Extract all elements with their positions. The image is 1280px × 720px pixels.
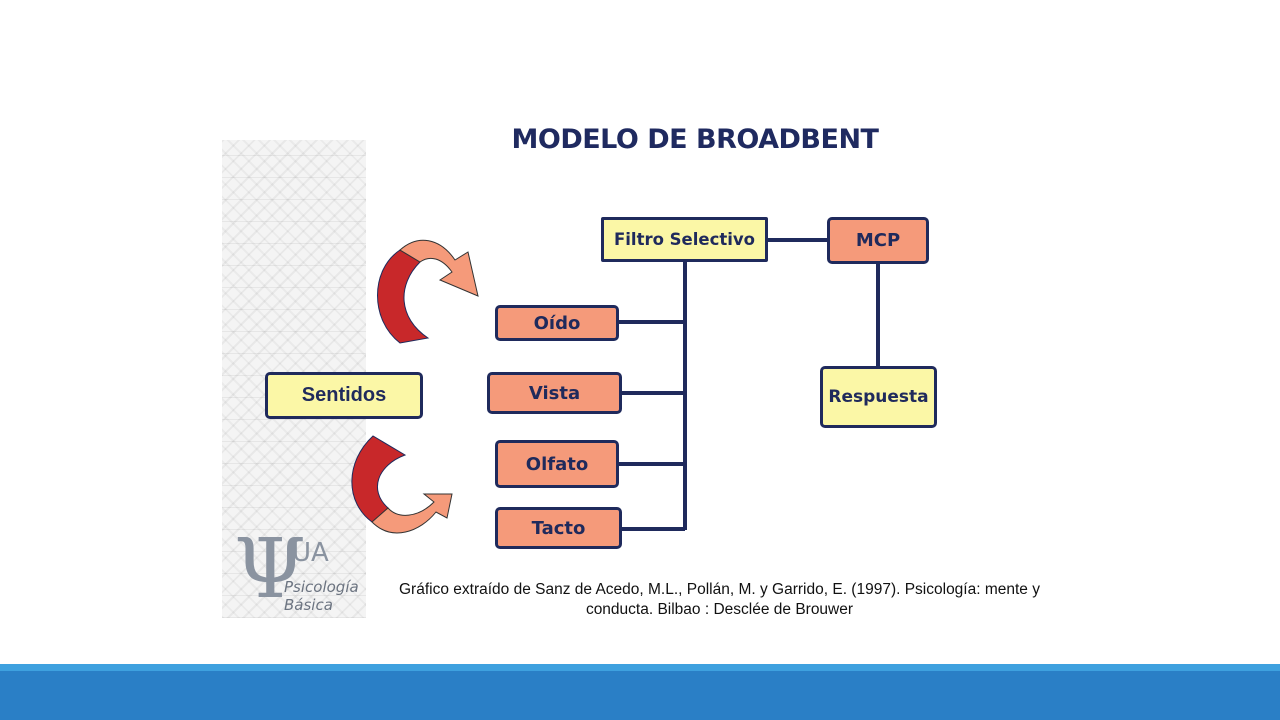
node-tacto: Tacto xyxy=(495,507,622,549)
logo-abbreviation: UA xyxy=(292,538,329,568)
node-filtro-selectivo-label: Filtro Selectivo xyxy=(613,230,756,249)
node-tacto-label: Tacto xyxy=(531,517,586,539)
curved-arrow-lower xyxy=(351,435,453,534)
node-olfato: Olfato xyxy=(495,440,619,488)
connector-lines xyxy=(618,238,880,531)
curved-arrow-upper-red xyxy=(377,249,430,344)
caption-line-2: conducta. Bilbao : Desclée de Brouwer xyxy=(585,601,854,618)
node-sentidos-label: Sentidos xyxy=(301,384,387,406)
diagram-title: MODELO DE BROADBENT xyxy=(511,124,879,155)
node-oido: Oído xyxy=(495,305,619,341)
curved-arrow-lower-salmon xyxy=(371,493,453,534)
node-filtro-selectivo: Filtro Selectivo xyxy=(601,217,768,262)
node-respuesta: Respuesta xyxy=(820,366,937,428)
node-oido-label: Oído xyxy=(533,312,581,334)
node-vista: Vista xyxy=(487,372,622,414)
logo-line-1: Psicología xyxy=(284,578,359,596)
node-respuesta-label: Respuesta xyxy=(828,387,929,407)
logo-line-2: Básica xyxy=(284,596,333,614)
node-mcp: MCP xyxy=(827,217,929,264)
ua-psicologia-logo: Ψ UA Psicología Básica xyxy=(230,529,370,620)
node-mcp-label: MCP xyxy=(855,230,901,251)
psi-symbol-icon: Ψ xyxy=(234,522,306,617)
footer-bar xyxy=(0,671,1280,720)
node-vista-label: Vista xyxy=(528,382,581,404)
curved-arrow-upper xyxy=(377,239,479,344)
node-olfato-label: Olfato xyxy=(525,453,589,475)
curved-arrow-upper-salmon xyxy=(399,239,479,297)
source-caption: Gráfico extraído de Sanz de Acedo, M.L.,… xyxy=(377,580,1062,620)
caption-line-1: Gráfico extraído de Sanz de Acedo, M.L.,… xyxy=(399,581,1040,598)
curved-arrow-lower-red xyxy=(351,435,407,523)
footer-accent-bar xyxy=(0,664,1280,671)
node-sentidos: Sentidos xyxy=(265,372,423,419)
